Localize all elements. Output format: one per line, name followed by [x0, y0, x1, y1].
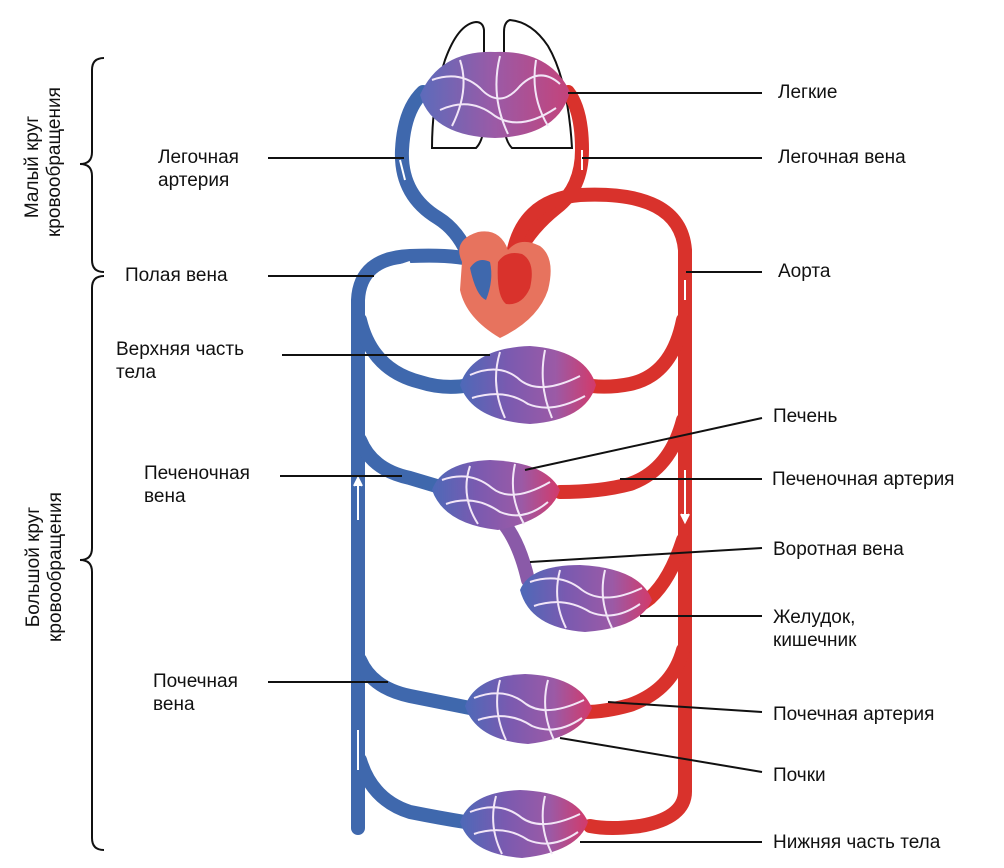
- liver-capillary-bed: [432, 460, 560, 530]
- systemic-circuit-line2: кровообращения: [45, 492, 66, 642]
- label-stomach: Желудок, кишечник: [773, 606, 856, 652]
- label-upper-body-line1: Верхняя часть: [116, 339, 245, 360]
- pulmonary-circuit-line1: Малый круг: [22, 115, 43, 219]
- label-kidneys: Почки: [773, 765, 826, 786]
- label-pulmonary-artery-line2: артерия: [158, 170, 230, 191]
- lower-body-capillary-bed: [460, 790, 588, 858]
- label-renal-vein: Почечная вена: [153, 670, 238, 716]
- label-hepatic-vein-line1: Печеночная: [144, 463, 250, 484]
- arterial-vessels: [505, 85, 692, 835]
- leader-lines: [268, 92, 763, 843]
- systemic-circuit-line1: Большой круг: [23, 506, 44, 628]
- label-vena-cava: Полая вена: [125, 265, 228, 286]
- lung-capillary-bed: [420, 51, 570, 139]
- label-renal-artery: Почечная артерия: [773, 704, 935, 725]
- portal-vein: [498, 518, 535, 587]
- pulmonary-bracket: [79, 57, 105, 273]
- label-upper-body-line2: тела: [116, 362, 157, 383]
- label-portal-vein: Воротная вена: [773, 539, 904, 560]
- pulmonary-circuit-line2: кровообращения: [44, 87, 65, 237]
- label-liver: Печень: [773, 406, 838, 427]
- label-renal-vein-line2: вена: [153, 694, 195, 715]
- upper-body-capillary-bed: [460, 346, 596, 424]
- label-pulmonary-vein: Легочная вена: [778, 147, 906, 168]
- label-hepatic-vein: Печеночная вена: [144, 462, 250, 508]
- stomach-capillary-bed: [520, 565, 652, 632]
- label-hepatic-artery: Печеночная артерия: [772, 469, 955, 490]
- systemic-bracket: [79, 275, 105, 851]
- label-lungs: Легкие: [778, 82, 838, 103]
- label-pulmonary-artery-line1: Легочная: [158, 147, 239, 168]
- label-hepatic-vein-line2: вена: [144, 486, 186, 507]
- heart: [459, 231, 551, 338]
- pulmonary-circuit-label: Малый круг кровообращения: [22, 87, 66, 237]
- label-aorta: Аорта: [778, 261, 831, 282]
- label-lower-body: Нижняя часть тела: [773, 832, 941, 853]
- systemic-circuit-label: Большой круг кровообращения: [23, 489, 67, 645]
- kidney-capillary-bed: [465, 674, 592, 744]
- flow-arrows: [353, 150, 690, 770]
- label-pulmonary-artery: Легочная артерия: [158, 146, 239, 192]
- lungs-outline: [430, 18, 574, 149]
- label-upper-body: Верхняя часть тела: [116, 338, 244, 384]
- label-stomach-line2: кишечник: [773, 630, 857, 651]
- label-renal-vein-line1: Почечная: [153, 671, 238, 692]
- label-stomach-line1: Желудок,: [773, 607, 856, 628]
- venous-vessels: [351, 85, 485, 835]
